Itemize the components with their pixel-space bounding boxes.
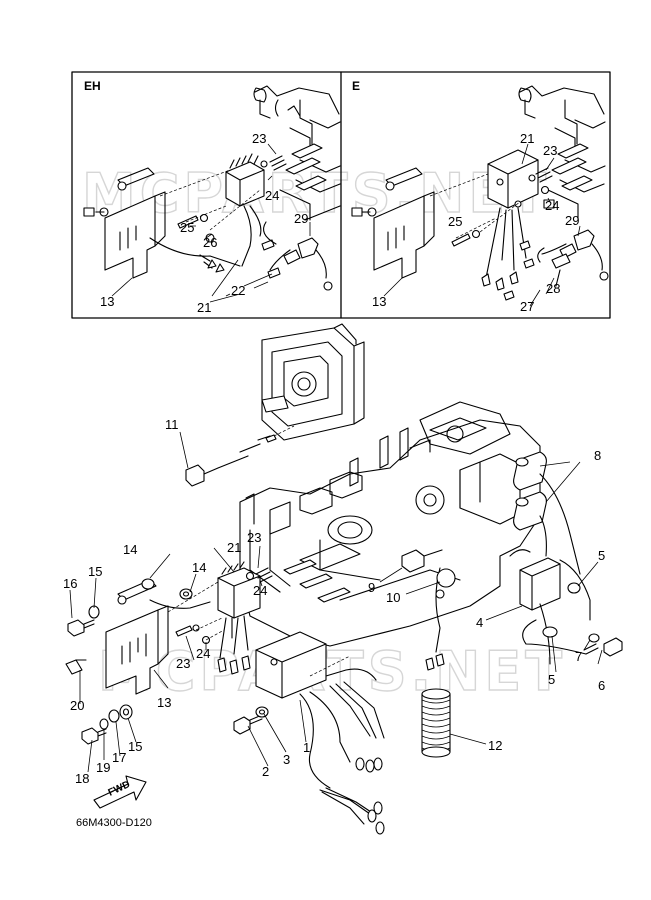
eh-callout-24: 24 [265,188,279,203]
part-18-bolt [81,704,133,745]
eh-callout-25: 25 [180,220,194,235]
inset-eh-drawing: 23 24 25 26 29 13 22 21 [83,85,341,315]
callout-21: 21 [227,540,241,555]
eh-callout-26: 26 [203,235,217,250]
eh-callout-22: 22 [231,283,245,298]
eh-callout-29: 29 [294,211,308,226]
callout-18: 18 [75,771,89,786]
main-drawing: FWD 11 8 5 9 10 4 7 5 6 1 12 3 2 14 21 2… [63,323,623,835]
e-callout-24: 24 [545,198,559,213]
callout-5-lower: 5 [548,672,555,687]
callout-8: 8 [594,448,601,463]
callout-24-lower: 24 [196,646,210,661]
eh-callout-23: 23 [252,131,266,146]
part-4-ignition-coil [509,549,591,665]
callout-15-upper: 15 [88,564,102,579]
diagram-code: 66M4300-D120 [76,817,152,829]
callout-1: 1 [303,740,310,755]
e-callout-28: 28 [546,281,560,296]
callout-16: 16 [63,576,77,591]
e-callout-23: 23 [543,143,557,158]
callout-7: 7 [575,649,582,664]
top-cover [261,323,365,441]
part-21-rectifier [217,561,261,675]
callout-12: 12 [488,738,502,753]
callout-2: 2 [262,764,269,779]
part-14-grommets [65,578,193,675]
watermark-bottom: MCPARTS.NET [98,640,566,703]
eh-callout-21: 21 [197,300,211,315]
callout-23-lower: 23 [176,656,190,671]
part-1-cdi-unit [255,631,385,835]
callout-4: 4 [476,615,483,630]
inset-panel: EH E [71,71,611,319]
inset-e-header: E [352,79,360,93]
fwd-arrow: FWD [93,775,147,809]
callout-10: 10 [386,590,400,605]
main-leaders [69,431,603,773]
callout-3: 3 [283,752,290,767]
callout-17: 17 [112,750,126,765]
inset-eh-header: EH [84,79,101,93]
part-13-bracket [105,579,219,695]
e-callout-29: 29 [565,213,579,228]
e-callout-27: 27 [520,299,534,314]
part-23-bolt-main [175,567,273,645]
callout-11: 11 [165,417,179,432]
e-callout-25: 25 [448,214,462,229]
watermark-group: MCPARTS.NET MCPARTS.NET [81,161,566,703]
callout-19: 19 [96,760,110,775]
callout-23-upper: 23 [247,530,261,545]
callout-6: 6 [598,678,605,693]
callout-15-lower: 15 [128,739,142,754]
callout-9: 9 [368,580,375,595]
e-callout-21: 21 [520,131,534,146]
watermark-top: MCPARTS.NET [82,162,550,225]
part-8-plug-caps [513,451,581,575]
callout-20: 20 [70,698,84,713]
e-callout-13: 13 [372,294,386,309]
eh-callout-13: 13 [100,294,114,309]
part-12-corrugated-tube [421,688,451,758]
callout-14-right: 14 [192,560,206,575]
callout-24: 24 [253,583,267,598]
part-6-bolt [583,633,623,657]
callout-13: 13 [157,695,171,710]
engine-block [239,401,541,647]
callout-5-upper: 5 [598,548,605,563]
part-2-screw [233,706,269,735]
inset-e-drawing: 21 23 24 25 29 13 28 27 [351,85,609,314]
callout-14-left: 14 [123,542,137,557]
part-9-sensor [401,549,456,671]
part-11-sensor [185,425,295,487]
